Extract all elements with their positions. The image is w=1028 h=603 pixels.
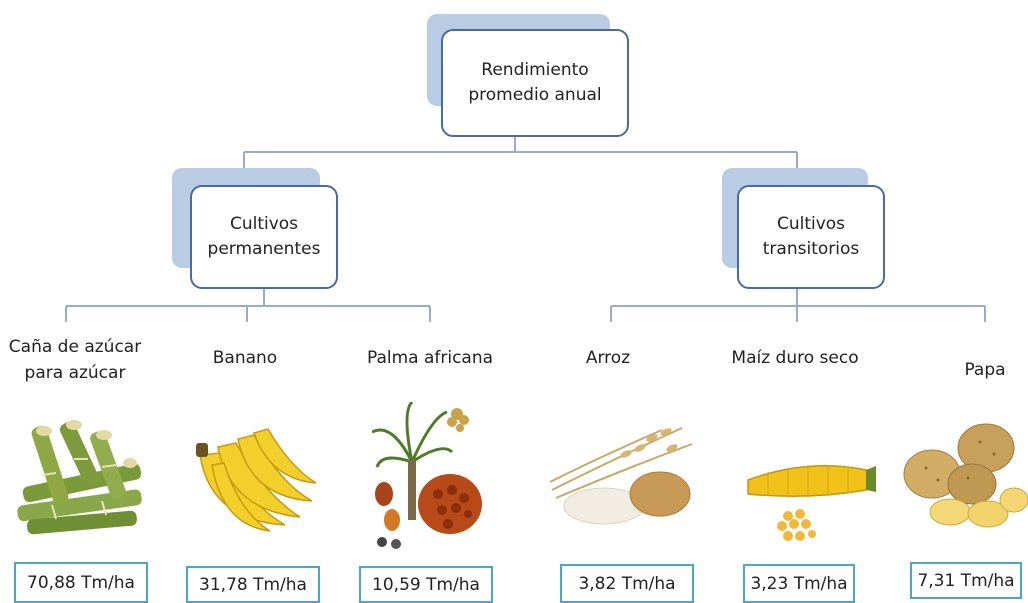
crop-label-maiz: Maíz duro seco	[731, 348, 859, 368]
crop-label-cana: Caña de azúcar para azúcar	[8, 337, 142, 384]
value-box-palma: 10,59 Tm/ha	[359, 566, 493, 603]
value-box-papa: 7,31 Tm/ha	[910, 562, 1022, 599]
crop-label-banano: Banano	[212, 348, 278, 368]
crop-label-palma: Palma africana	[366, 348, 494, 368]
category-permanentes-node: Cultivos permanentes	[190, 185, 338, 289]
potato-image	[903, 423, 1028, 528]
rice-image	[549, 427, 693, 525]
banana-image	[196, 428, 317, 532]
value-box-maiz: 3,23 Tm/ha	[743, 564, 855, 603]
root-node: Rendimiento promedio anual	[441, 29, 629, 137]
value-box-arroz: 3,82 Tm/ha	[560, 564, 694, 603]
value-box-banano: 31,78 Tm/ha	[186, 566, 320, 603]
corn-image	[747, 465, 876, 541]
sugarcane-image	[17, 420, 142, 535]
crop-label-arroz: Arroz	[585, 348, 631, 368]
crop-label-papa: Papa	[964, 360, 1006, 380]
value-box-cana: 70,88 Tm/ha	[14, 562, 148, 603]
oil-palm-image	[372, 402, 482, 549]
category-transitorios-node: Cultivos transitorios	[737, 185, 885, 289]
